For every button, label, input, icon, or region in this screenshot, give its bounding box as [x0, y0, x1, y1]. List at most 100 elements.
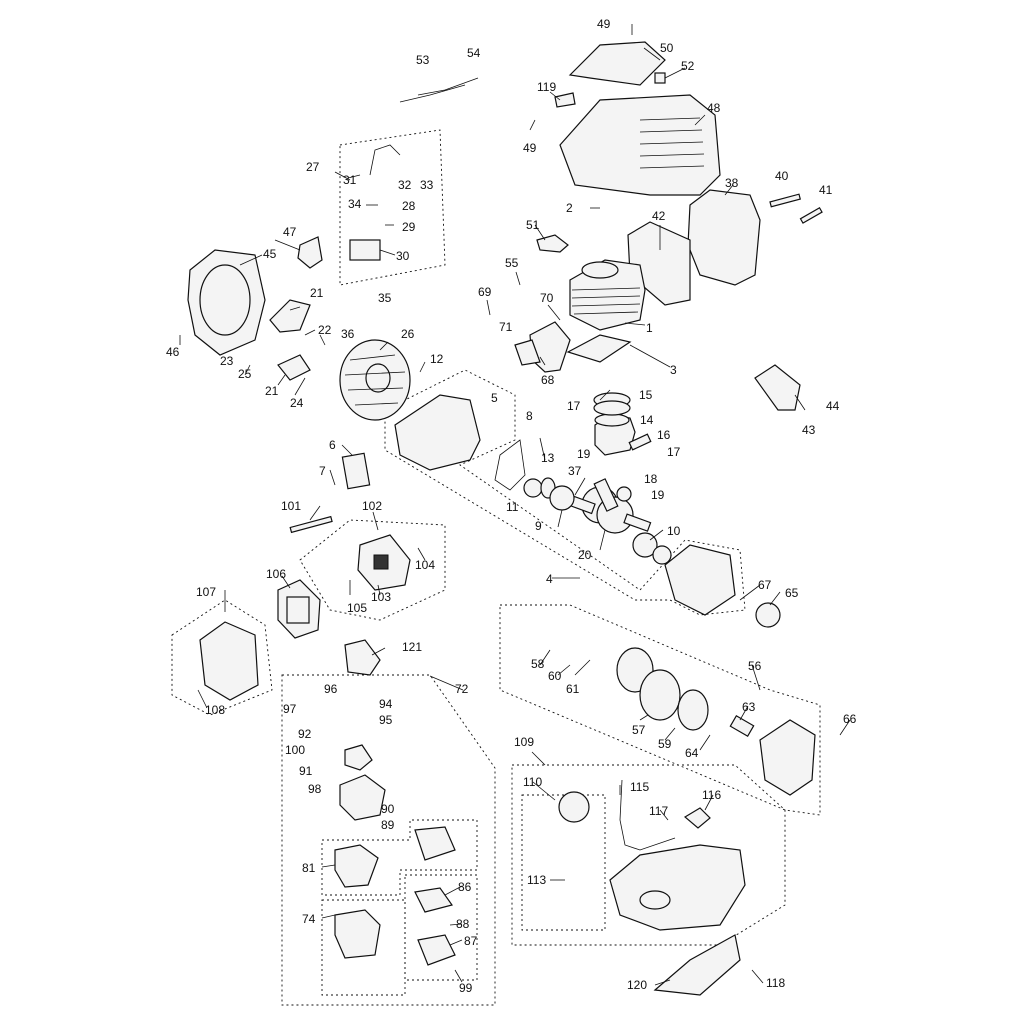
callout-72: 72: [455, 682, 469, 696]
callout-50: 50: [660, 41, 674, 55]
piston-icon: [594, 413, 636, 456]
callout-55: 55: [505, 256, 519, 270]
flywheel-icon: [339, 339, 411, 421]
callout-28: 28: [402, 199, 416, 213]
callout-10: 10: [667, 524, 681, 538]
callout-116: 116: [702, 788, 721, 802]
callout-14: 14: [640, 413, 654, 427]
callout-49a: 49: [597, 17, 611, 31]
group-102-outline: [299, 519, 446, 621]
callout-16: 16: [657, 428, 671, 442]
callout-98: 98: [308, 782, 322, 796]
callout-97: 97: [283, 702, 297, 716]
callout-70: 70: [540, 291, 554, 305]
callout-89: 89: [381, 818, 395, 832]
callout-5: 5: [491, 391, 498, 405]
clutch-drum-icon: [755, 602, 781, 628]
callout-21a: 21: [310, 286, 324, 300]
cover-87-icon: [417, 934, 456, 966]
callout-7: 7: [319, 464, 326, 478]
callout-106: 106: [266, 567, 286, 581]
group-4-outline: [384, 369, 746, 616]
callout-102: 102: [362, 499, 382, 513]
callout-92: 92: [298, 727, 312, 741]
callout-115: 115: [630, 780, 649, 794]
callout-38: 38: [725, 176, 739, 190]
bolt-101-icon: [289, 515, 333, 534]
callout-63: 63: [742, 700, 756, 714]
shroud-47-icon: [297, 236, 323, 269]
bearing-11-icon: [523, 478, 543, 498]
callout-43: 43: [802, 423, 816, 437]
callout-117: 117: [649, 804, 668, 818]
recoil-starter-icon: [639, 669, 681, 721]
callout-33: 33: [420, 178, 434, 192]
callout-91: 91: [299, 764, 313, 778]
callout-8: 8: [526, 409, 533, 423]
cover-top-icon: [568, 41, 666, 86]
callout-71: 71: [499, 320, 513, 334]
callout-17a: 17: [567, 399, 581, 413]
callout-11: 11: [506, 500, 519, 514]
callout-108: 108: [205, 703, 225, 717]
callout-101: 101: [281, 499, 301, 513]
callout-49b: 49: [523, 141, 537, 155]
diaphragm-plate-icon: [414, 826, 456, 861]
fuel-tank-opening-icon: [639, 890, 671, 910]
callout-21b: 21: [265, 384, 279, 398]
cylinder-icon: [569, 259, 646, 331]
clutch-shoe-2-icon: [277, 354, 311, 381]
callout-12: 12: [430, 352, 444, 366]
starter-case-icon: [759, 719, 816, 796]
intake-manifold-icon: [529, 321, 571, 373]
callout-99: 99: [459, 981, 473, 995]
callout-31: 31: [343, 173, 357, 187]
callout-42: 42: [652, 209, 666, 223]
callout-87: 87: [464, 934, 478, 948]
callout-51: 51: [526, 218, 540, 232]
callout-57: 57: [632, 723, 646, 737]
callout-18: 18: [644, 472, 658, 486]
callout-120: 120: [627, 978, 647, 992]
group-107-outline: [171, 599, 273, 716]
diaphragm-81-icon: [334, 844, 379, 888]
callout-29: 29: [402, 220, 416, 234]
fuel-tank-icon: [609, 844, 746, 931]
callout-40: 40: [775, 169, 789, 183]
bolt-40-icon: [769, 193, 802, 208]
coil-core-icon: [373, 554, 389, 570]
callout-95: 95: [379, 713, 393, 727]
callout-6: 6: [329, 438, 336, 452]
callout-100: 100: [285, 743, 305, 757]
starter-handle-icon: [729, 714, 755, 738]
callout-37: 37: [568, 464, 582, 478]
group-72-outline: [281, 674, 496, 1006]
reed-plate-icon: [341, 452, 371, 490]
air-cleaner-cover-icon: [199, 621, 259, 701]
bearing-9-icon: [549, 485, 575, 511]
ignition-switch-icon: [349, 239, 381, 261]
callout-81: 81: [302, 861, 316, 875]
group-81-outline: [321, 819, 478, 896]
group-56-outline: [499, 604, 821, 816]
fuel-filter-icon: [683, 807, 711, 829]
callout-119: 119: [537, 80, 556, 94]
callout-103: 103: [371, 590, 391, 604]
callout-88: 88: [456, 917, 470, 931]
callout-35: 35: [378, 291, 392, 305]
callout-34: 34: [348, 197, 362, 211]
leader-lines: [179, 24, 851, 986]
callout-48: 48: [707, 101, 721, 115]
callout-13: 13: [541, 451, 555, 465]
fan-housing-opening-icon: [199, 264, 251, 336]
callout-24: 24: [290, 396, 304, 410]
crankcase-right-icon: [664, 544, 736, 616]
callout-23: 23: [220, 354, 234, 368]
engine-cover-icon: [559, 94, 721, 196]
callout-20: 20: [578, 548, 592, 562]
callout-109: 109: [514, 735, 534, 749]
group-27-outline: [339, 129, 446, 286]
piston-ring-2-icon: [593, 400, 631, 416]
throttle-cable-icon: [399, 84, 466, 103]
bolt-41-icon: [799, 206, 823, 224]
